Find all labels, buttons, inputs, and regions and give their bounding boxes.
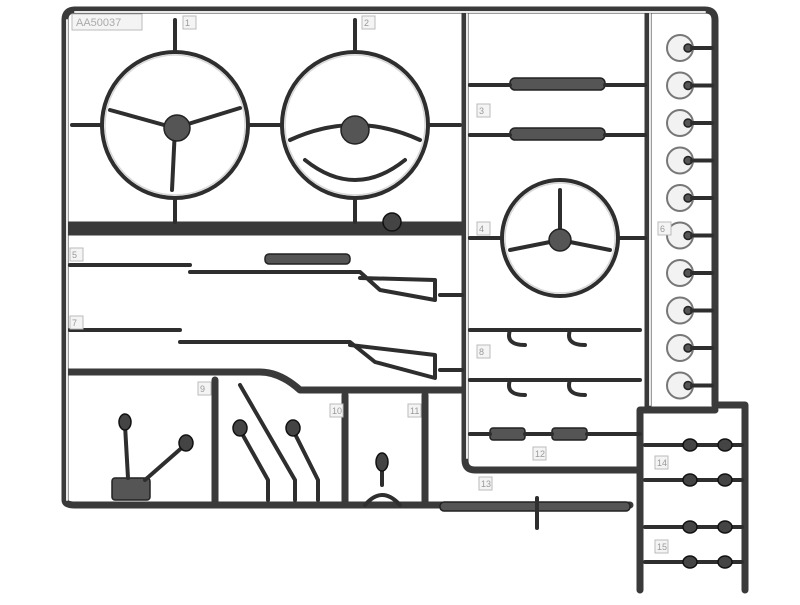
round-lamps-column <box>666 34 714 400</box>
svg-text:9: 9 <box>200 384 205 394</box>
part-number-label: 10 <box>329 403 344 418</box>
svg-text:15: 15 <box>657 542 667 552</box>
gear-shifters <box>111 383 631 530</box>
round-lamp <box>666 221 714 250</box>
sprue-frame <box>61 6 749 594</box>
rifle-with-scope <box>68 253 464 302</box>
part-number-label: 3 <box>476 103 491 118</box>
part-number-label: 5 <box>69 247 84 262</box>
part-number-label: 1 <box>182 15 197 30</box>
knob-part <box>643 438 744 452</box>
round-lamp <box>666 259 714 287</box>
part-number-label: 12 <box>532 446 547 461</box>
svg-text:2: 2 <box>364 18 369 28</box>
part-number-label: 9 <box>197 381 212 396</box>
svg-text:6: 6 <box>660 224 665 234</box>
part-number-label: 7 <box>69 315 84 330</box>
part-number-label: 15 <box>654 539 669 554</box>
svg-text:1: 1 <box>185 18 190 28</box>
part-number-label: 6 <box>657 221 672 236</box>
round-lamp <box>666 34 714 62</box>
svg-text:5: 5 <box>72 250 77 260</box>
part-number-label: 2 <box>361 15 376 30</box>
svg-text:7: 7 <box>72 318 77 328</box>
part-number-label: 4 <box>476 221 491 236</box>
svg-text:14: 14 <box>657 458 667 468</box>
svg-text:11: 11 <box>410 406 419 416</box>
knob-part <box>643 473 744 487</box>
round-lamp <box>666 371 714 400</box>
svg-text:10: 10 <box>332 406 342 416</box>
svg-text:8: 8 <box>479 347 484 357</box>
svg-text:13: 13 <box>481 479 491 489</box>
svg-text:12: 12 <box>535 449 545 459</box>
knob-part <box>643 555 744 569</box>
part-number-label: 13 <box>478 476 493 491</box>
round-lamp <box>666 334 714 362</box>
round-lamp <box>666 146 714 175</box>
svg-text:3: 3 <box>479 106 484 116</box>
steering-wheel-small <box>468 178 647 298</box>
knob-part <box>643 520 744 534</box>
round-lamp <box>666 71 714 100</box>
small-knob-parts <box>643 438 744 569</box>
part-number-label: 14 <box>654 455 669 470</box>
round-lamp <box>666 184 714 212</box>
round-lamp <box>666 109 714 137</box>
steering-wheel-classic <box>273 18 462 224</box>
svg-text:AA50037: AA50037 <box>76 17 121 29</box>
part-number-label: 8 <box>476 344 491 359</box>
hook-brackets <box>468 328 642 441</box>
part-number-label: 11 <box>407 403 422 418</box>
steering-wheel-sport <box>70 18 277 224</box>
svg-text:4: 4 <box>479 224 484 234</box>
rifle-plain <box>68 328 464 380</box>
bumper-bars <box>382 77 647 232</box>
round-lamp <box>666 296 714 325</box>
sprue-code-label: AA50037 <box>71 13 143 31</box>
